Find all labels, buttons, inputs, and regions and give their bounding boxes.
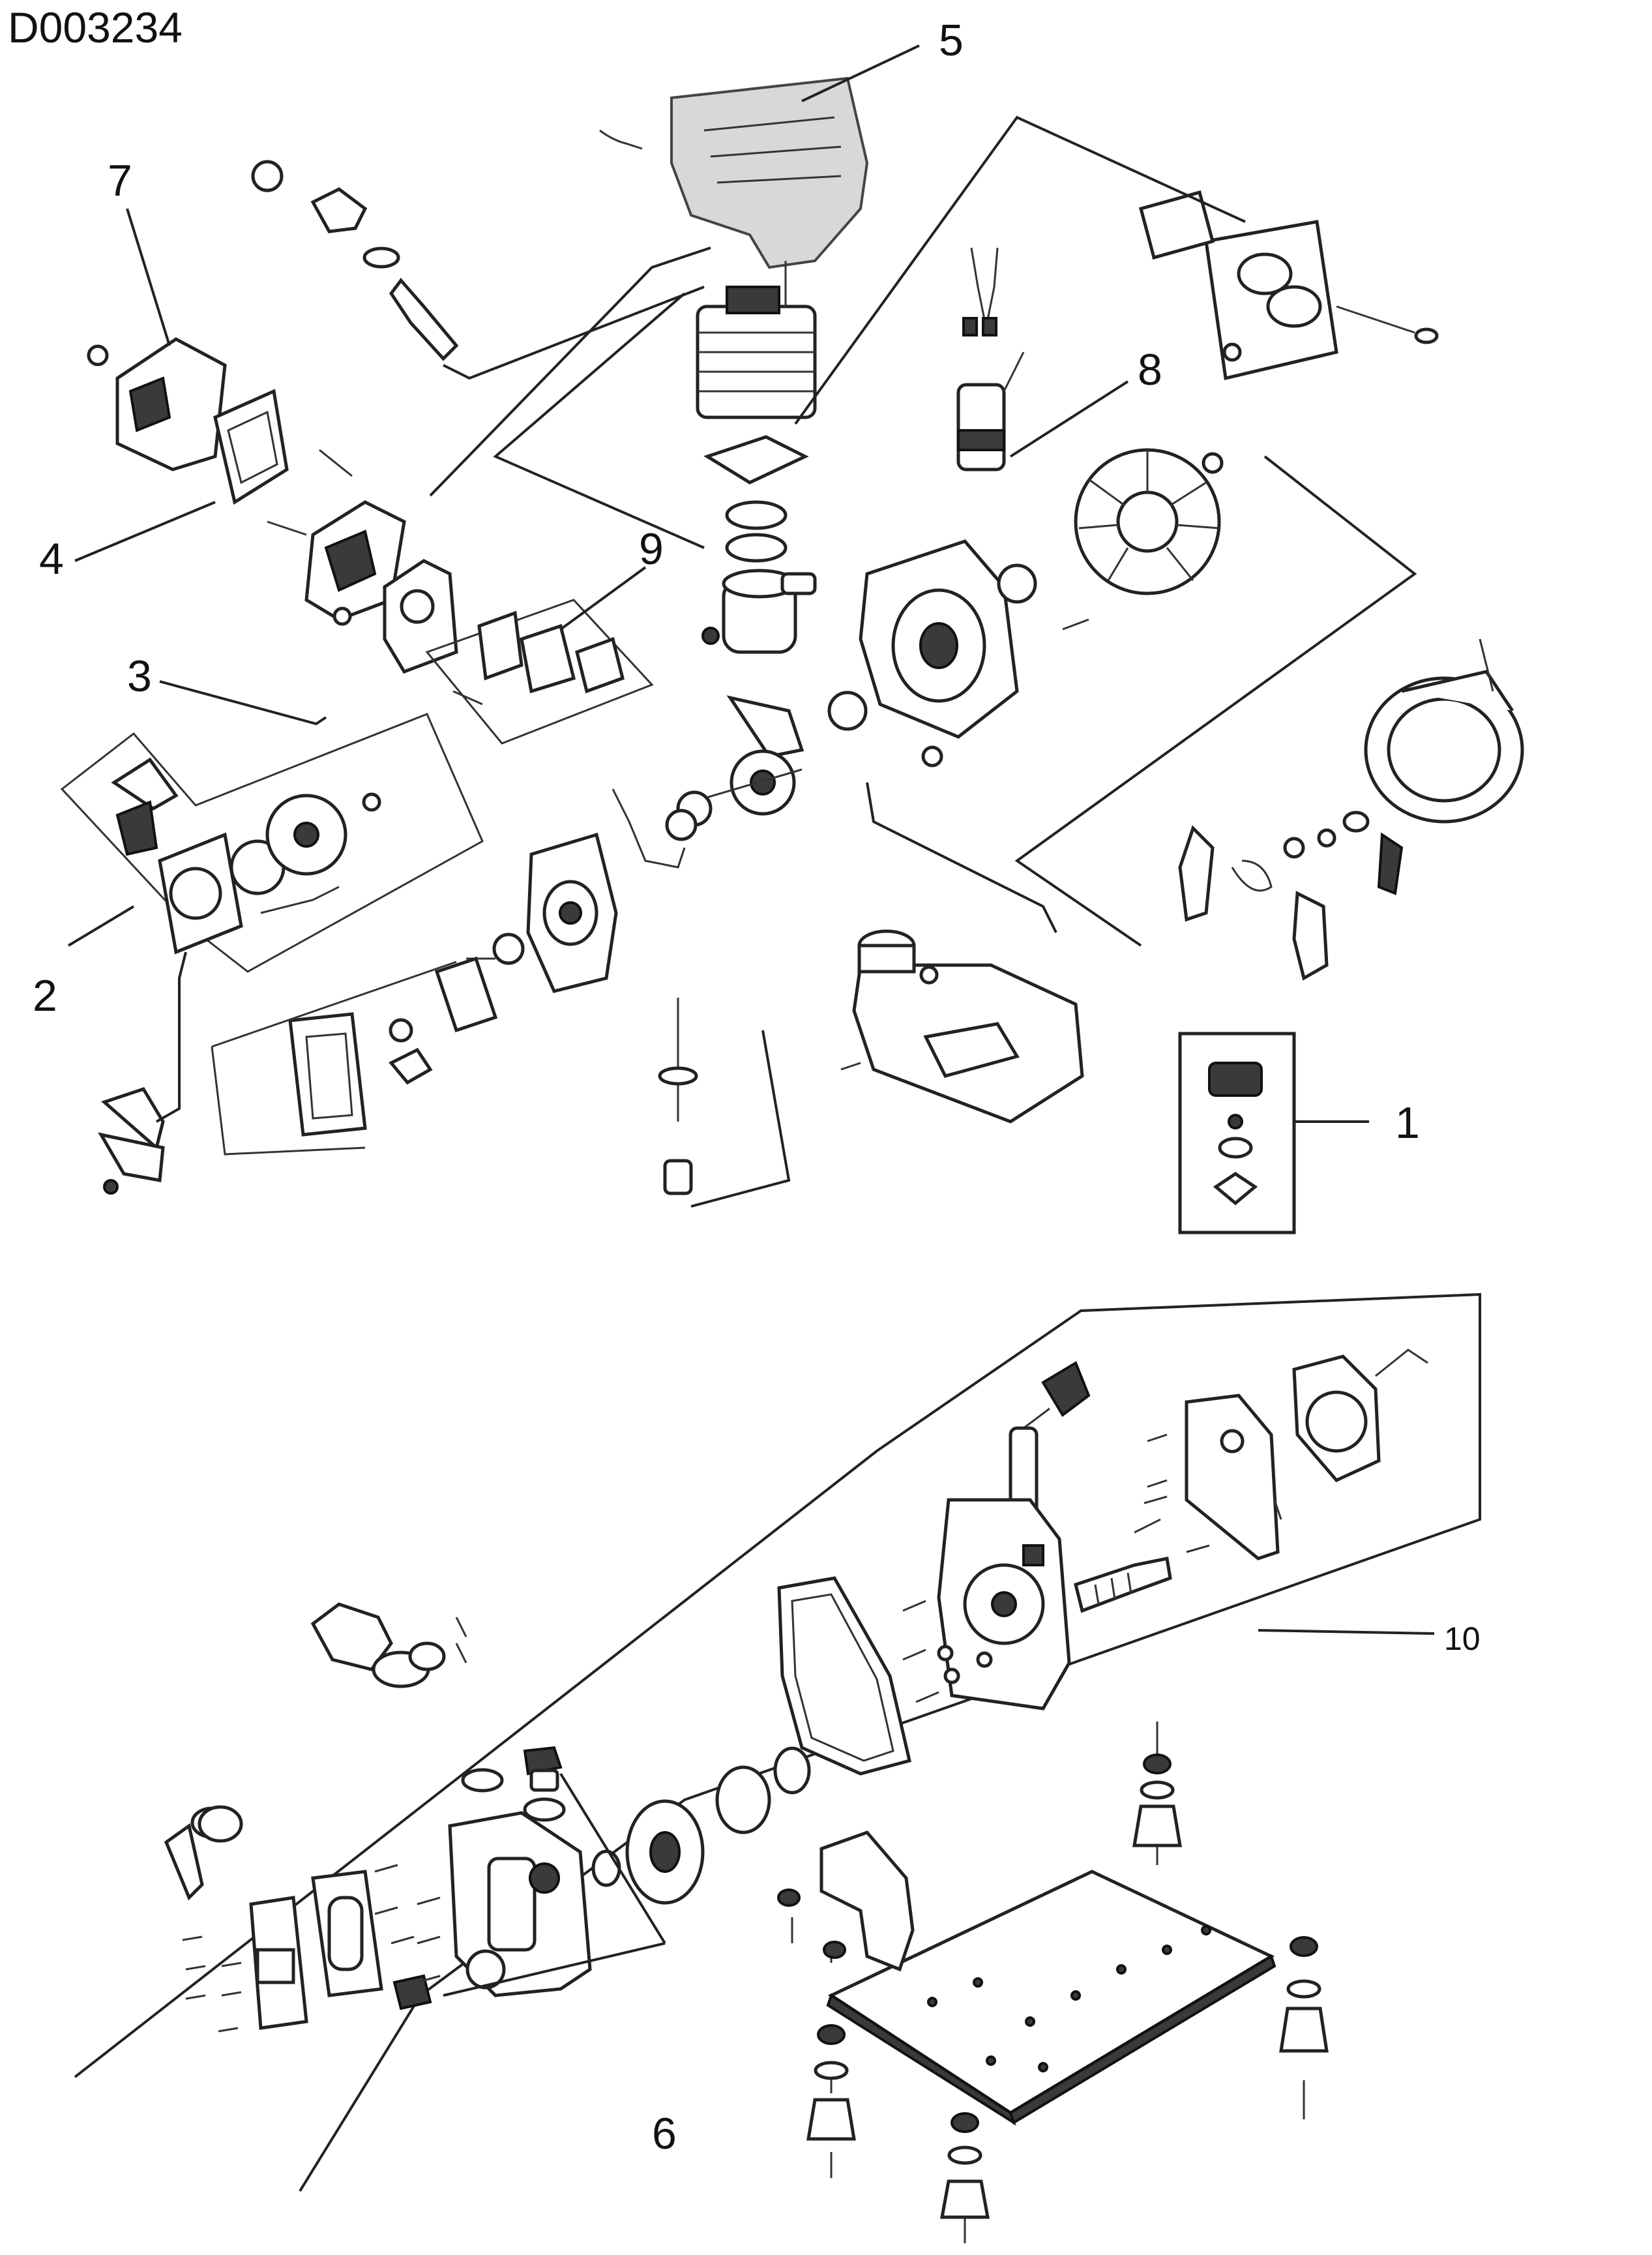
outlet-fitting-part bbox=[310, 1602, 446, 1688]
callout-1: 1 bbox=[1395, 1098, 1420, 1148]
pulley-plate-part bbox=[937, 1498, 1071, 1710]
bearing-housing-part bbox=[389, 788, 698, 1085]
pulley-guard-part bbox=[98, 951, 187, 1195]
priming-plug-part bbox=[392, 1746, 563, 2010]
piston-part bbox=[701, 569, 817, 654]
callout-7: 7 bbox=[108, 156, 132, 205]
callout-10: 10 bbox=[1444, 1620, 1481, 1657]
cylinder-lead-line bbox=[429, 246, 711, 497]
rear-bracket-part bbox=[1185, 1349, 1428, 1561]
cylinder-bracket-line bbox=[493, 292, 705, 549]
spark-lead-line bbox=[443, 286, 705, 380]
clutch-bracket-line bbox=[1014, 455, 1417, 947]
fuel-filter-part bbox=[658, 998, 698, 1195]
front-bolts-part bbox=[182, 1864, 441, 2033]
callout-9: 9 bbox=[639, 524, 664, 574]
rubber-feet-part bbox=[777, 1722, 1329, 2243]
fan-housing-part bbox=[1364, 638, 1524, 824]
drive-shaft-part bbox=[1074, 1557, 1172, 1613]
document-id: D003234 bbox=[8, 3, 183, 52]
muffler-part bbox=[1138, 190, 1439, 381]
front-cover-part bbox=[249, 1870, 383, 2030]
fuel-line-path bbox=[690, 1030, 791, 1208]
callout-3-leader bbox=[159, 680, 327, 726]
callout-5-leader bbox=[801, 44, 920, 102]
ignition-coil-part bbox=[956, 247, 1025, 471]
callout-2-leader bbox=[67, 905, 135, 947]
air-filter-cover-part bbox=[87, 337, 227, 471]
inlet-seal-part bbox=[198, 1805, 243, 1843]
carburetor-part bbox=[267, 449, 458, 674]
air-filter-element-part bbox=[213, 389, 289, 505]
crankcase-part bbox=[859, 539, 1019, 768]
callout-8: 8 bbox=[1138, 345, 1162, 395]
callout-6: 6 bbox=[652, 2109, 677, 2158]
callout-7-leader bbox=[126, 208, 171, 346]
callout-6-leader bbox=[443, 1772, 666, 1997]
flywheel-part bbox=[997, 448, 1224, 631]
callout-9-leader bbox=[559, 566, 647, 631]
engine-cover-part bbox=[599, 76, 869, 269]
pump-housing-part bbox=[448, 1768, 592, 1997]
callout-3: 3 bbox=[127, 651, 152, 701]
muffler-bracket-line bbox=[794, 115, 1246, 425]
piston-rings-part bbox=[703, 435, 809, 563]
pump-kit-boundary bbox=[74, 1292, 1481, 2192]
base-plate-part bbox=[826, 1870, 1276, 2126]
callout-5: 5 bbox=[939, 16, 964, 65]
impeller-part bbox=[591, 1746, 811, 1905]
fuel-tank-part bbox=[840, 929, 1084, 1124]
base-bracket-part bbox=[819, 1830, 915, 1972]
intake-kit-part bbox=[425, 599, 654, 745]
fuel-cap-kit-part bbox=[1178, 1032, 1296, 1234]
callout-10-leader bbox=[1258, 1629, 1435, 1635]
cover-gasket-part bbox=[777, 1576, 911, 1776]
starter-assembly-part bbox=[60, 713, 484, 973]
callout-4: 4 bbox=[39, 534, 64, 584]
crankshaft-part bbox=[676, 691, 868, 827]
callout-4-leader bbox=[74, 501, 216, 562]
mounting-plate-part bbox=[211, 961, 457, 1156]
callout-8-leader bbox=[1009, 380, 1129, 458]
callout-2: 2 bbox=[33, 971, 57, 1021]
spark-plug-part bbox=[251, 160, 459, 361]
cylinder-part bbox=[696, 261, 817, 419]
clutch-shoes-part bbox=[1178, 811, 1404, 981]
tank-lead-line bbox=[866, 782, 1057, 933]
cover-bolts-part bbox=[455, 1433, 1282, 1703]
